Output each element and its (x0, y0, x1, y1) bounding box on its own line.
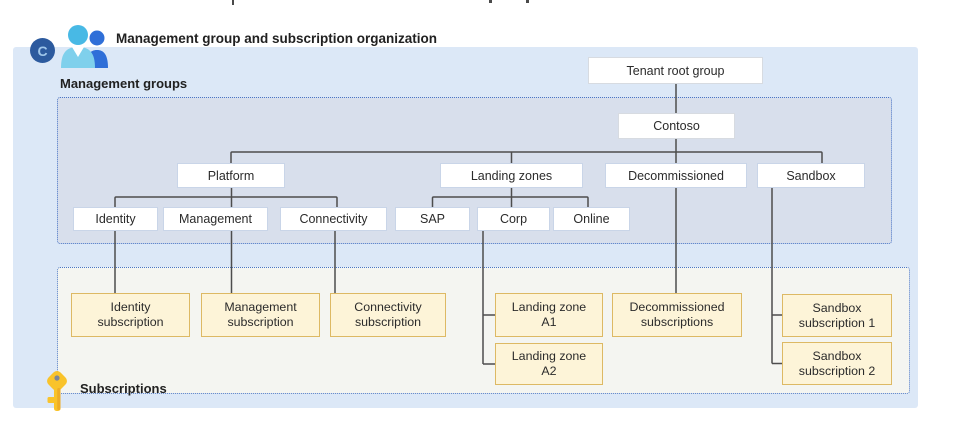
subscription-label-line1: Decommissioned (629, 300, 725, 315)
connector-platform-children (114, 188, 338, 207)
subscription-label-line2: subscription (227, 315, 294, 329)
node-label: Tenant root group (626, 63, 725, 78)
node-label: Connectivity (299, 212, 368, 226)
subscription-label-line2: subscription (97, 315, 164, 329)
node-label: Management (179, 212, 252, 226)
subscription-box-connectivity: Connectivity subscription (330, 293, 446, 337)
subscription-label-line1: Landing zone (511, 300, 587, 315)
cropped-text-artifact (232, 0, 234, 5)
connector-corp-landingzone-subs (482, 231, 495, 365)
subscription-label-line2: subscription 2 (798, 363, 876, 378)
subscription-label-line2: subscriptions (640, 315, 714, 329)
node-label: Platform (207, 168, 255, 183)
node-identity: Identity (73, 207, 158, 231)
subscription-label-line1: Management (224, 300, 297, 315)
node-label: Identity (95, 212, 136, 226)
node-label: Sandbox (786, 168, 836, 183)
node-label: Contoso (653, 119, 700, 133)
cropped-text-artifact (489, 0, 492, 3)
people-icon (61, 25, 108, 68)
node-label: Landing zones (470, 168, 553, 183)
management-groups-label: Management groups (60, 76, 188, 91)
section-badge: C (30, 38, 55, 63)
subscription-label-line2: subscription (354, 315, 422, 329)
subscription-box-decommissioned: Decommissioned subscriptions (612, 293, 742, 337)
node-tenant-root-group: Tenant root group (588, 57, 763, 84)
subscription-box-identity: Identity subscription (71, 293, 190, 337)
subscription-box-management: Management subscription (201, 293, 320, 337)
node-sap: SAP (395, 207, 470, 231)
node-sandbox: Sandbox (757, 163, 865, 188)
node-corp: Corp (477, 207, 550, 231)
node-platform: Platform (177, 163, 285, 188)
cropped-text-artifact (526, 0, 529, 3)
node-label: SAP (419, 212, 445, 226)
subscription-label-line2: A1 (541, 315, 557, 329)
subscription-label-line1: Connectivity (354, 300, 422, 315)
subscription-box-landing-zone-a1: Landing zone A1 (495, 293, 603, 337)
node-label: Online (573, 212, 610, 226)
subscription-label-line1: Landing zone (511, 349, 587, 364)
node-contoso: Contoso (618, 113, 735, 139)
connector-landingzones-children (431, 187, 589, 207)
subscriptions-label: Subscriptions (80, 381, 167, 396)
subscription-label-line1: Identity (110, 300, 151, 315)
diagram-title: Management group and subscription organi… (116, 31, 438, 46)
subscription-label-line2: subscription 1 (798, 315, 876, 330)
key-icon (47, 371, 67, 411)
connector-contoso-children (230, 151, 823, 163)
subscription-box-sandbox-2: Sandbox subscription 2 (782, 342, 892, 385)
node-decommissioned: Decommissioned (605, 163, 747, 188)
node-connectivity: Connectivity (280, 207, 387, 231)
node-label: Corp (499, 212, 528, 226)
subscription-box-sandbox-1: Sandbox subscription 1 (782, 294, 892, 337)
connector-sandbox-subscriptions (771, 188, 782, 365)
node-management: Management (163, 207, 268, 231)
node-label: Decommissioned (628, 168, 724, 183)
subscription-box-landing-zone-a2: Landing zone A2 (495, 343, 603, 385)
subscription-label-line2: A2 (541, 364, 557, 378)
node-landing-zones: Landing zones (440, 163, 583, 188)
subscription-label-line1: Sandbox (812, 300, 862, 315)
node-online: Online (553, 207, 630, 231)
subscription-label-line1: Sandbox (812, 348, 862, 363)
